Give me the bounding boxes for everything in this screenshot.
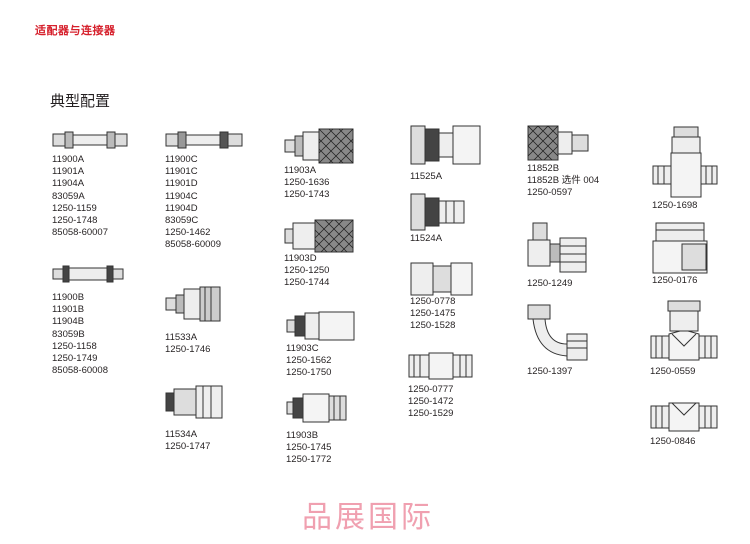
- part-number: 1250-1698: [652, 200, 698, 211]
- n-type-adapter-icon: [165, 286, 221, 322]
- adapter-group-g18: 1250-0176: [652, 222, 708, 287]
- adapter-group-g15: 1250-1249: [527, 222, 589, 290]
- part-number: 1250-0559: [650, 366, 696, 377]
- part-number: 1250-1744: [284, 277, 330, 289]
- part-number: 11901C: [165, 166, 198, 178]
- part-number: 83059C: [165, 214, 199, 226]
- adapter-group-g4: 11533A 1250-1746: [165, 286, 223, 356]
- tee-adapter-icon: [650, 300, 718, 361]
- part-number: 1250-1475: [410, 308, 456, 320]
- part-number: 1250-1750: [286, 367, 332, 379]
- tee-adapter-icon: [652, 126, 718, 198]
- part-number: 11901B: [52, 304, 85, 316]
- straight-adapter-icon: [286, 393, 347, 423]
- part-number: 83059B: [52, 328, 85, 340]
- straight-adapter-icon: [408, 352, 473, 380]
- part-number: 11903D: [284, 253, 317, 264]
- part-number: 11903C: [286, 343, 319, 354]
- part-number: 11852B 选件 004: [527, 175, 600, 187]
- adapter-group-g10: 11525A: [410, 125, 482, 183]
- knurled-adapter-icon: [284, 219, 354, 253]
- straight-adapter-icon: [286, 311, 355, 341]
- part-number: 11903B: [286, 430, 319, 441]
- part-number: 1250-0778: [410, 296, 456, 307]
- adapter-group-g19: 1250-0559: [650, 300, 718, 378]
- watermark: 品展国际: [302, 500, 434, 535]
- part-number: 11904B: [52, 316, 85, 328]
- n-type-adapter-icon: [165, 385, 223, 419]
- adapter-group-g12: 1250-0778 1250-1475 1250-1528: [410, 262, 474, 333]
- page-header-title: 适配器与连接器: [35, 24, 116, 37]
- apc7-adapter-icon: [410, 193, 465, 231]
- part-number: 1250-0176: [652, 275, 698, 286]
- part-number: 85058-60009: [165, 239, 221, 251]
- apc7-adapter-icon: [410, 125, 481, 165]
- part-number: 1250-1462: [165, 227, 211, 239]
- part-number: 11904C: [165, 190, 198, 202]
- section-title: 典型配置: [50, 92, 111, 110]
- adapter-group-g11: 11524A: [410, 193, 466, 245]
- part-number: 11904A: [52, 178, 85, 190]
- part-number: 1250-1250: [284, 265, 330, 277]
- adapter-group-g1: 11900A 11901A 11904A 83059A 1250-1159 12…: [52, 130, 128, 239]
- part-number: 1250-0597: [527, 187, 573, 199]
- part-number: 11852B: [527, 163, 560, 174]
- right-angle-adapter-icon: [527, 222, 587, 273]
- part-number: 1250-1745: [286, 442, 332, 454]
- bent-adapter-icon: [527, 304, 588, 361]
- part-number: 1250-1249: [527, 278, 573, 289]
- adapter-group-g13: 1250-0777 1250-1472 1250-1529: [408, 352, 474, 421]
- part-number: 11901D: [165, 178, 198, 190]
- part-number: 1250-1397: [527, 366, 573, 377]
- part-number: 1250-1748: [52, 214, 98, 226]
- straight-adapter-icon: [165, 131, 243, 149]
- part-number: 85058-60007: [52, 227, 108, 239]
- tee-adapter-icon: [650, 402, 718, 432]
- part-number: 11534A: [165, 429, 198, 440]
- straight-adapter-icon: [652, 222, 708, 274]
- part-number: 11900C: [165, 154, 198, 165]
- part-number: 1250-1749: [52, 352, 98, 364]
- part-number: 11903A: [284, 165, 317, 176]
- part-number: 11901A: [52, 166, 85, 178]
- adapter-group-g14: 11852B 11852B 选件 004 1250-0597: [527, 125, 599, 200]
- adapter-group-g2: 11900B 11901B 11904B 83059B 1250-1158 12…: [52, 265, 124, 377]
- part-number: 1250-1529: [408, 408, 454, 420]
- part-number: 11900B: [52, 292, 85, 303]
- adapter-group-g20: 1250-0846: [650, 402, 718, 448]
- part-number: 1250-1159: [52, 202, 97, 214]
- part-number: 11524A: [410, 233, 443, 244]
- adapter-group-g3: 11900C 11901C 11901D 11904C 11904D 83059…: [165, 130, 243, 252]
- part-number: 1250-1562: [286, 355, 332, 367]
- part-number: 1250-0846: [650, 436, 696, 447]
- part-number: 1250-1743: [284, 189, 330, 201]
- part-number: 11900A: [52, 154, 85, 165]
- part-number: 1250-1746: [165, 344, 211, 356]
- part-number: 83059A: [52, 190, 85, 202]
- straight-adapter-icon: [52, 265, 124, 283]
- part-number: 1250-1636: [284, 177, 330, 189]
- part-number: 1250-1528: [410, 320, 456, 332]
- adapter-group-g8: 11903C 1250-1562 1250-1750: [286, 311, 356, 380]
- adapter-group-g9: 11903B 1250-1745 1250-1772: [286, 392, 348, 467]
- part-number: 11533A: [165, 332, 198, 343]
- adapter-group-g6: 11903A 1250-1636 1250-1743: [284, 128, 356, 202]
- part-number: 1250-1747: [165, 441, 211, 453]
- part-number: 1250-0777: [408, 384, 454, 395]
- part-number: 11904D: [165, 202, 198, 214]
- adapter-group-g5: 11534A 1250-1747: [165, 385, 225, 453]
- part-number: 1250-1772: [286, 454, 332, 466]
- knurled-adapter-icon: [284, 128, 354, 164]
- adapter-group-g16: 1250-1397: [527, 304, 589, 378]
- adapter-group-g7: 11903D 1250-1250 1250-1744: [284, 219, 356, 290]
- knurled-adapter-icon: [527, 125, 589, 161]
- straight-adapter-icon: [52, 131, 128, 149]
- adapter-group-g17: 1250-1698: [652, 126, 718, 212]
- part-number: 85058-60008: [52, 365, 108, 377]
- part-number: 11525A: [410, 171, 443, 182]
- straight-adapter-icon: [410, 262, 473, 296]
- part-number: 1250-1472: [408, 396, 454, 408]
- part-number: 1250-1158: [52, 340, 97, 352]
